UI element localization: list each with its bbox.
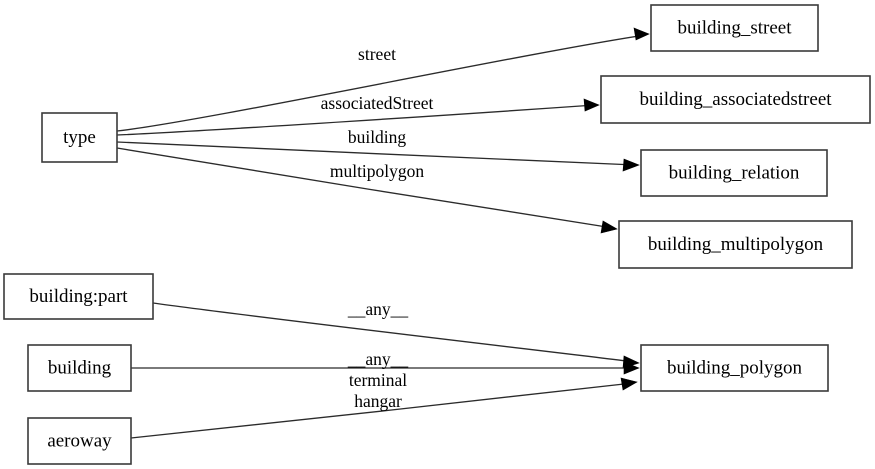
edge-label-terminal: terminal (349, 370, 407, 390)
node-label: aeroway (47, 430, 112, 451)
edge-type-building-street (116, 27, 650, 132)
arrowhead-icon (633, 27, 650, 41)
node-building-multipolygon[interactable]: building_multipolygon (618, 220, 853, 269)
edge-label-associatedstreet: associatedStreet (321, 93, 434, 113)
edge-aeroway-building-polygon (130, 377, 638, 439)
edge-path (116, 34, 646, 132)
edge-type-building-multipolygon (116, 147, 618, 234)
edge-label-any-buildingpart: __any__ (347, 299, 409, 319)
node-label: building_relation (669, 162, 800, 183)
node-box[interactable] (3, 273, 154, 320)
node-box[interactable] (650, 4, 819, 52)
edge-path (116, 104, 596, 136)
edge-label-layer: street associatedStreet building multipo… (321, 44, 434, 411)
node-building[interactable]: building (27, 344, 132, 392)
node-aeroway[interactable]: aeroway (27, 417, 132, 465)
edge-path (116, 147, 614, 229)
node-label: building_street (678, 17, 793, 38)
edge-type-building-relation (116, 141, 640, 172)
edge-building-building-polygon (131, 361, 640, 375)
node-layer: type building_street building_associated… (3, 4, 871, 465)
node-label: building:part (29, 286, 128, 307)
edge-path (152, 302, 636, 363)
edge-type-building-associatedstreet (116, 98, 600, 136)
node-building-street[interactable]: building_street (650, 4, 819, 52)
node-box[interactable] (600, 75, 871, 124)
node-box[interactable] (640, 149, 828, 197)
edge-path (116, 141, 636, 166)
edge-label-any-building: __any__ (347, 349, 409, 369)
edge-layer (116, 27, 650, 439)
node-box[interactable] (41, 112, 118, 163)
node-box[interactable] (618, 220, 853, 269)
edge-label-multipolygon: multipolygon (330, 161, 425, 181)
node-building-part[interactable]: building:part (3, 273, 154, 320)
node-building-polygon[interactable]: building_polygon (640, 344, 829, 392)
arrowhead-icon (623, 361, 640, 375)
edge-label-building: building (348, 127, 407, 147)
node-box[interactable] (27, 344, 132, 392)
node-type[interactable]: type (41, 112, 118, 163)
arrowhead-icon (600, 220, 618, 234)
node-label: building_polygon (667, 357, 803, 378)
edge-label-street: street (358, 44, 396, 64)
arrowhead-icon (583, 98, 600, 112)
node-box[interactable] (640, 344, 829, 392)
node-label: type (63, 127, 96, 148)
arrowhead-icon (622, 158, 640, 172)
node-building-associatedstreet[interactable]: building_associatedstreet (600, 75, 871, 124)
node-label: building_multipolygon (648, 234, 824, 255)
arrowhead-icon (620, 377, 638, 391)
node-box[interactable] (27, 417, 132, 465)
edge-path (130, 382, 634, 439)
node-building-relation[interactable]: building_relation (640, 149, 828, 197)
node-label: building (48, 357, 112, 378)
edge-label-hangar: hangar (354, 391, 402, 411)
node-label: building_associatedstreet (639, 89, 832, 110)
